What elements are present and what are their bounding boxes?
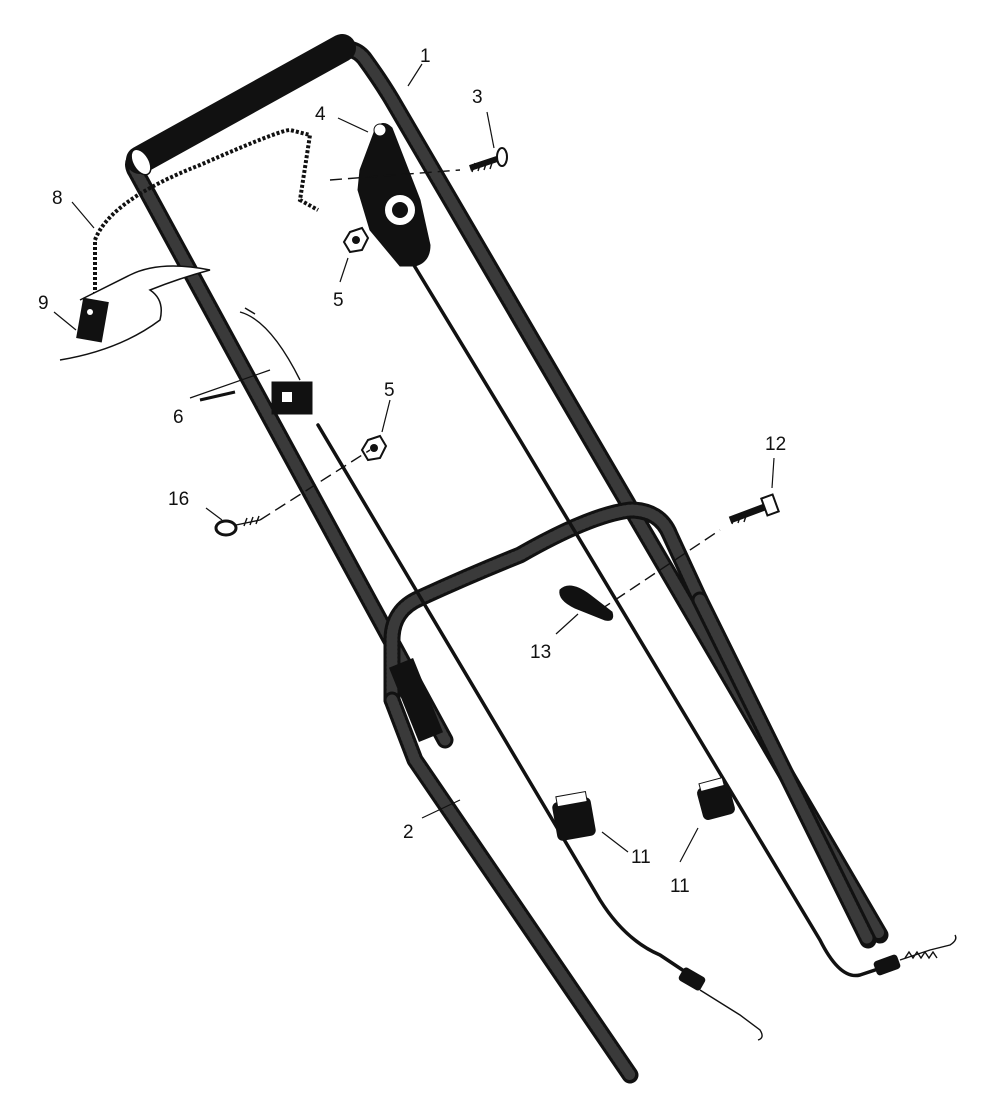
cable-tie-right xyxy=(697,776,735,820)
upper-handle xyxy=(125,34,889,944)
part-labels: 1 3 4 5 5 6 8 9 16 12 13 2 11 11 xyxy=(38,46,786,897)
label-part-1: 1 xyxy=(420,46,431,67)
bail-cable xyxy=(93,127,319,300)
lower-handle xyxy=(383,501,877,1084)
eye-bolt xyxy=(214,515,261,537)
cable-tie-left xyxy=(552,791,596,841)
label-part-12: 12 xyxy=(765,434,786,455)
leader-lines xyxy=(53,63,775,863)
label-part-6: 6 xyxy=(173,407,184,428)
label-part-2: 2 xyxy=(403,822,414,843)
label-part-4: 4 xyxy=(315,104,326,125)
label-part-9: 9 xyxy=(38,293,49,314)
handle-knob xyxy=(559,585,614,621)
switch-bracket xyxy=(199,307,313,415)
hex-nut-upper xyxy=(342,226,370,254)
hex-nut-lower xyxy=(360,434,388,462)
screw xyxy=(469,147,508,173)
label-part-13: 13 xyxy=(530,642,551,663)
label-part-11-right: 11 xyxy=(670,876,690,897)
label-part-8: 8 xyxy=(52,188,63,209)
control-lever xyxy=(357,123,431,267)
bail-bracket xyxy=(59,265,211,361)
assembly-lines xyxy=(259,169,721,611)
control-cables xyxy=(316,260,957,1041)
label-part-16: 16 xyxy=(168,489,189,510)
label-part-11-left: 11 xyxy=(631,847,651,868)
carriage-bolt xyxy=(728,493,780,525)
label-part-3: 3 xyxy=(472,87,483,108)
label-part-5-upper: 5 xyxy=(333,290,344,311)
label-part-5-lower: 5 xyxy=(384,380,395,401)
